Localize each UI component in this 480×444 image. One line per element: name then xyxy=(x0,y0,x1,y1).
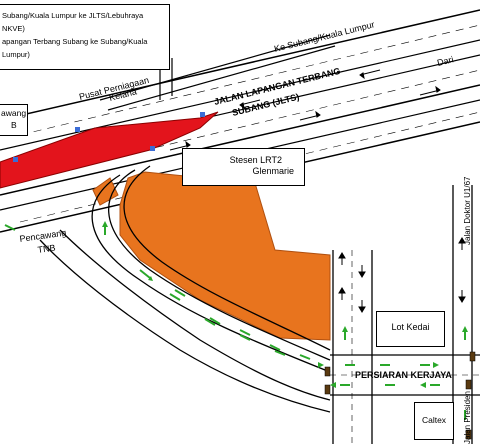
pencawang-top-label: awang xyxy=(1,108,27,118)
persiaran-road xyxy=(330,354,480,396)
caltex-label: Caltex xyxy=(421,415,447,425)
label-dari: Dari xyxy=(436,54,454,68)
label-jalan-presiden: Jalan Presiden xyxy=(463,391,472,444)
red-zone xyxy=(0,111,219,189)
orange-zone-small xyxy=(92,177,119,206)
lot-kedai-box: Lot Kedai xyxy=(376,311,445,347)
jlts-lane-arrows xyxy=(169,69,441,151)
pencawang-top-box: awang B xyxy=(0,104,28,136)
stesen-label-1: Stesen LRT2 xyxy=(229,155,282,165)
stesen-label-2: Glenmarie xyxy=(252,166,294,176)
stesen-lrt2-box: Stesen LRT2 Glenmarie xyxy=(182,148,305,186)
caltex-box: Caltex xyxy=(414,402,454,440)
pencawang-top-label-b: B xyxy=(11,120,17,130)
orange-zone xyxy=(119,171,331,341)
legend-line-2: apangan Terbang Subang ke Subang/Kuala L… xyxy=(2,37,148,59)
lot-kedai-label: Lot Kedai xyxy=(391,322,430,332)
vertical-road-arrows xyxy=(338,237,466,313)
label-persiaran: PERSIARAN KERJAYA xyxy=(355,370,452,380)
label-jalan-doktor: Jalan Doktor U1/67 xyxy=(463,176,472,245)
green-arrows xyxy=(4,224,466,420)
label-pencawang-2: TNB xyxy=(37,243,56,255)
vertical-road xyxy=(332,185,473,444)
red-zone-markers xyxy=(13,112,205,162)
green-arrow-heads xyxy=(102,221,468,388)
legend-line-1: Subang/Kuala Lumpur ke JLTS/Lebuhraya NK… xyxy=(2,11,144,33)
label-pencawang-1: Pencawang xyxy=(19,228,67,244)
traffic-lights xyxy=(324,351,476,440)
slip-road xyxy=(39,165,331,413)
legend-box: Subang/Kuala Lumpur ke JLTS/Lebuhraya NK… xyxy=(0,4,170,70)
